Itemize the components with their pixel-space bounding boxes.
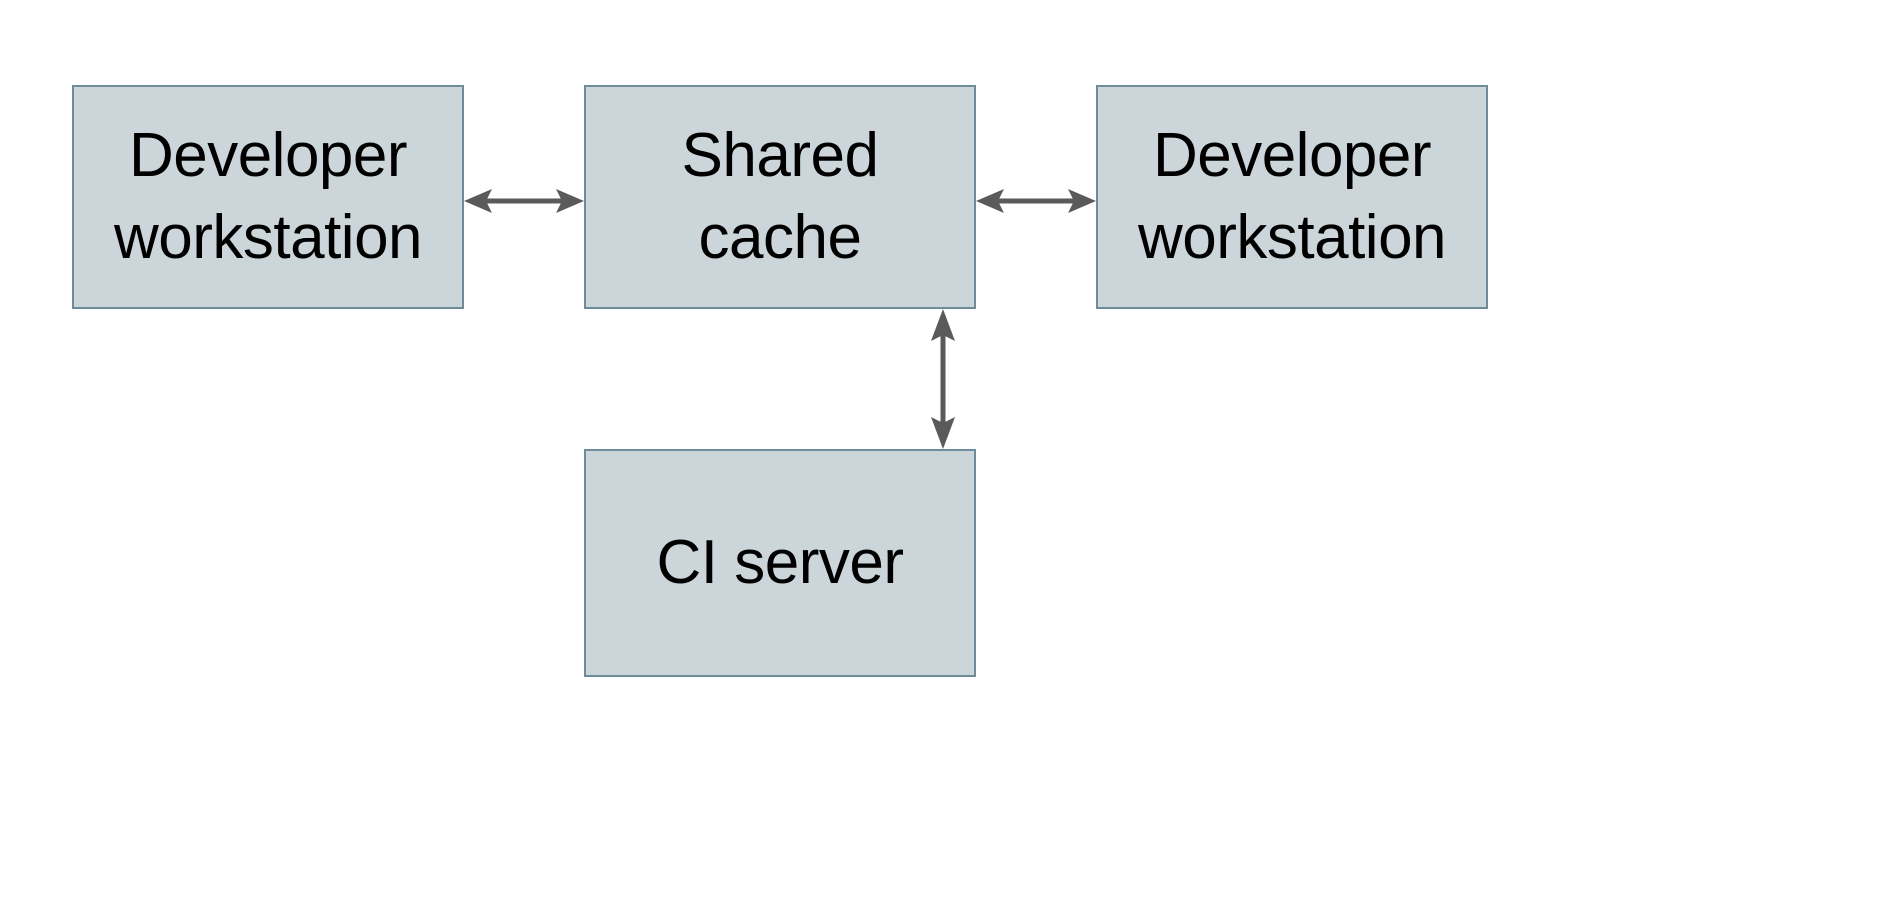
node-developer-workstation-left[interactable]: Developer workstation	[72, 85, 464, 309]
node-label: Shared cache	[681, 121, 879, 272]
double-arrow-vertical-icon	[931, 309, 955, 449]
connector-developer-workstation-left-to-shared-cache[interactable]	[464, 183, 584, 219]
connector-shared-cache-to-ci-server[interactable]	[925, 309, 961, 449]
double-arrow-horizontal-icon	[976, 189, 1096, 213]
node-ci-server[interactable]: CI server	[584, 449, 976, 677]
double-arrow-horizontal-icon	[464, 189, 584, 213]
node-label: Developer workstation	[113, 121, 423, 272]
node-developer-workstation-right[interactable]: Developer workstation	[1096, 85, 1488, 309]
node-shared-cache[interactable]: Shared cache	[584, 85, 976, 309]
connector-shared-cache-to-developer-workstation-right[interactable]	[976, 183, 1096, 219]
node-label: CI server	[656, 528, 904, 598]
node-label: Developer workstation	[1137, 121, 1447, 272]
